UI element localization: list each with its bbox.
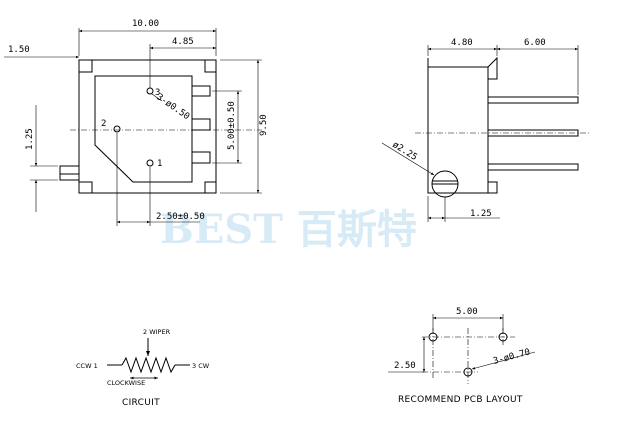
side-lead-bottom bbox=[487, 163, 579, 171]
dim-bottom-label: 2.50±0.50 bbox=[156, 212, 205, 222]
clockwise-label: CLOCKWISE bbox=[107, 379, 145, 387]
dim-side-label: 1.50 bbox=[8, 45, 30, 55]
watermark-logo: BEST 百斯特 bbox=[160, 206, 417, 253]
pcb-holes-label: 3-ø0.70 bbox=[492, 347, 531, 366]
front-slot-mid bbox=[192, 118, 211, 131]
dim-pitch-label: 5.00±0.50 bbox=[227, 101, 237, 150]
dim-height-label: 9.50 bbox=[259, 114, 269, 136]
holes-leader bbox=[151, 93, 163, 102]
side-foot bbox=[487, 181, 498, 194]
side-view: 4.80 6.00 ø2.25 1.25 bbox=[381, 38, 590, 222]
pin-label-1: 1 bbox=[157, 159, 162, 169]
dim-pcb-spacing-label: 5.00 bbox=[456, 307, 478, 317]
front-bottom-notches bbox=[79, 181, 216, 193]
pcb-layout: 5.00 2.50 3-ø0.70 RECOMMEND PCB LAYOUT bbox=[388, 307, 536, 405]
circuit-title: CIRCUIT bbox=[122, 398, 160, 408]
pin-hole-2 bbox=[113, 125, 121, 133]
dim-leads-label: 6.00 bbox=[524, 38, 546, 48]
dim-body-label: 4.80 bbox=[451, 38, 473, 48]
pcb-holes-leader bbox=[471, 351, 536, 370]
wiper-label: 2 WIPER bbox=[143, 328, 171, 336]
dim-pcb-offset-label: 2.50 bbox=[394, 361, 416, 371]
front-top-notches bbox=[79, 60, 216, 73]
front-slot-3 bbox=[192, 85, 211, 97]
pin-hole-1 bbox=[146, 159, 154, 167]
dim-pin-label: 1.25 bbox=[25, 128, 35, 150]
front-slot-1 bbox=[192, 151, 211, 164]
dim-knob-label: ø2.25 bbox=[390, 140, 418, 163]
pin-label-2: 2 bbox=[101, 119, 106, 129]
front-inner-frame bbox=[94, 75, 193, 183]
pcb-title: RECOMMEND PCB LAYOUT bbox=[398, 395, 523, 405]
circuit-diagram: 2 WIPER CCW 1 3 CW CLOCKWISE CIRCUIT bbox=[76, 328, 210, 408]
dim-offset-label: 4.85 bbox=[172, 37, 194, 47]
cw-label: 3 CW bbox=[192, 362, 210, 370]
front-view: 3 2 1 10.00 4.85 1.50 9.50 5.00±0.50 3-ø… bbox=[4, 19, 269, 226]
side-lead-top bbox=[487, 96, 579, 104]
dim-side-offset-label: 1.25 bbox=[470, 209, 492, 219]
front-body-outline bbox=[78, 59, 217, 194]
resistor-zigzag bbox=[121, 356, 176, 374]
pin-hole-3 bbox=[146, 87, 154, 95]
pin-label-3: 3 bbox=[155, 88, 160, 98]
front-side-pin bbox=[59, 165, 79, 181]
dim-width-label: 10.00 bbox=[132, 19, 159, 29]
ccw-label: CCW 1 bbox=[76, 362, 98, 370]
side-body-outline bbox=[427, 56, 498, 194]
knob-leader bbox=[381, 142, 435, 176]
holes-label: 3-ø0.50 bbox=[154, 92, 191, 122]
